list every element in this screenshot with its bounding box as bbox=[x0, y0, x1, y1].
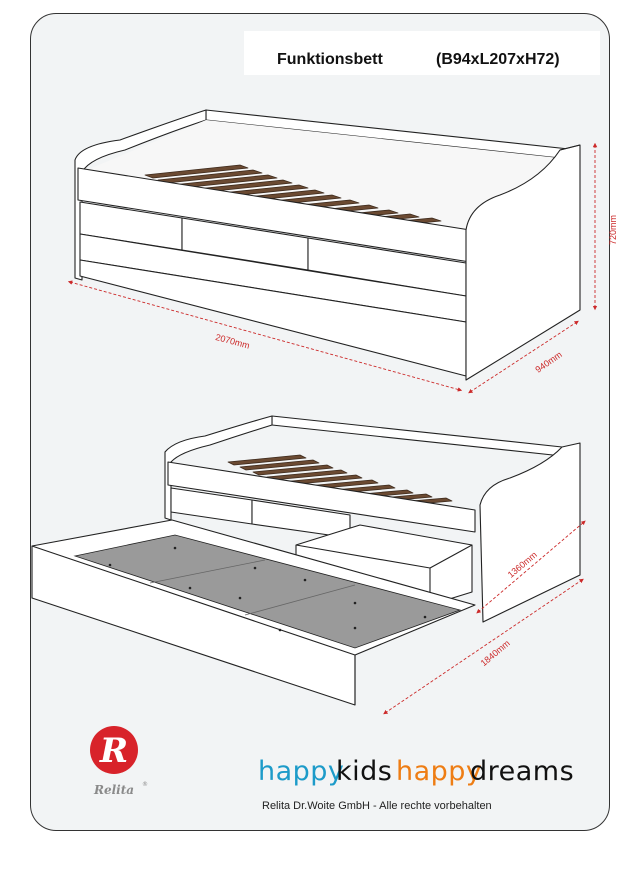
right-footboard-open bbox=[479, 442, 581, 623]
front-rail-open bbox=[167, 461, 476, 533]
logo-brand: Relita bbox=[93, 783, 134, 797]
slogan-kids: kids bbox=[336, 756, 393, 787]
relita-logo: R Relita ® bbox=[90, 726, 148, 797]
depth-dimension-label: 940mm bbox=[533, 349, 563, 374]
length-dimension-label: 2070mm bbox=[214, 332, 250, 351]
daybed-closed-figure bbox=[74, 109, 581, 381]
pullout-dimension-label: 1840mm bbox=[479, 638, 512, 668]
logo-letter: R bbox=[99, 731, 128, 771]
left-headboard-open bbox=[164, 415, 273, 521]
height-dimension-label: 720mm bbox=[608, 215, 618, 245]
product-dimensions: (B94xL207xH72) bbox=[436, 51, 560, 68]
slogan-happy-1: happy bbox=[258, 756, 345, 787]
dimension-lines-top bbox=[67, 142, 598, 394]
product-title: Funktionsbett bbox=[277, 51, 383, 68]
copyright-text: Relita Dr.Woite GmbH - Alle rechte vorbe… bbox=[262, 800, 492, 812]
slogan-dreams: dreams bbox=[470, 756, 575, 787]
left-headboard bbox=[74, 109, 207, 281]
logo-circle bbox=[90, 726, 138, 774]
slogan-happy-2: happy bbox=[396, 756, 483, 787]
back-panel-open bbox=[271, 415, 563, 457]
logo-trademark: ® bbox=[142, 781, 148, 788]
title-bar bbox=[244, 31, 600, 75]
floor-dividers bbox=[149, 559, 356, 616]
dimension-lines-bottom bbox=[383, 520, 586, 715]
